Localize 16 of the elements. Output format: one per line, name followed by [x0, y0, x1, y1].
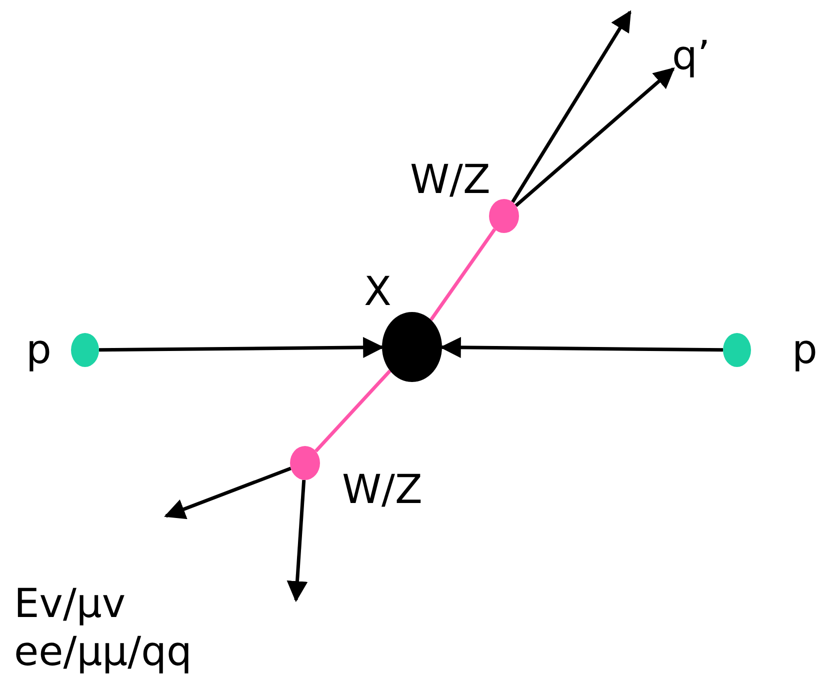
particle-label: X: [364, 270, 392, 314]
particle-label: p: [792, 328, 818, 372]
arrow: [164, 466, 292, 520]
particle-label: W/Z: [410, 158, 490, 202]
particle-label: W/Z: [342, 468, 422, 512]
particle-label: ee/μμ/qq: [14, 630, 192, 674]
line: [430, 228, 496, 321]
arrow: [440, 336, 724, 358]
arrow: [514, 67, 675, 208]
arrow: [511, 10, 632, 204]
particle-label: Ev/μv: [14, 582, 126, 626]
line: [314, 370, 392, 452]
particle-label: p: [26, 328, 52, 372]
arrow: [286, 480, 308, 602]
arrow: [98, 336, 384, 358]
particle-label: q’: [672, 34, 710, 78]
